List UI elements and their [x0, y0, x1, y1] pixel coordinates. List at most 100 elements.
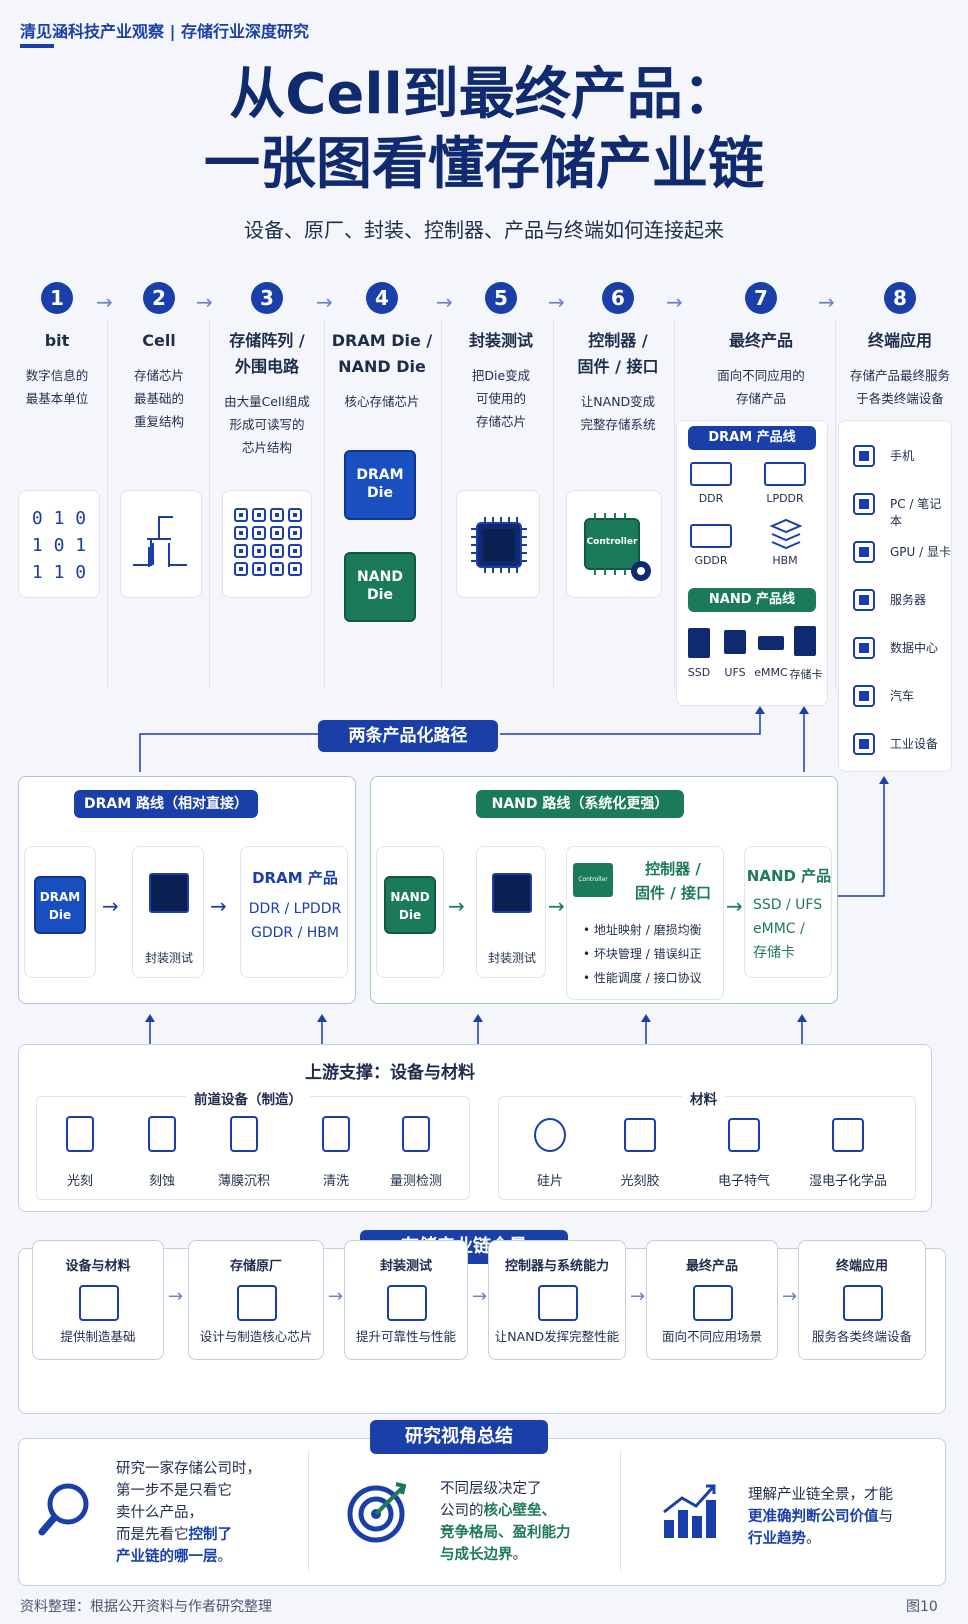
controller-chip-icon — [584, 513, 651, 581]
gddr-module-icon — [690, 524, 732, 548]
package-icon — [387, 1285, 427, 1321]
gas-bottle-icon — [728, 1118, 760, 1152]
step-desc: 面向不同应用的 存储产品 — [717, 368, 805, 406]
dram-route-title: DRAM 路线（相对直接） — [74, 790, 258, 818]
summary-divider — [620, 1450, 621, 1572]
nand-die-chip: NAND Die — [344, 552, 416, 622]
nand-controller-card: Controller 控制器 / 固件 / 接口 • 地址映射 / 磨损均衡 •… — [566, 846, 724, 1000]
chain-card: 控制器与系统能力 让NAND发挥完整性能 — [488, 1240, 626, 1360]
magnifier-icon — [38, 1483, 89, 1536]
arrow-right-icon: → — [316, 290, 333, 314]
product-label: UFS — [724, 666, 746, 679]
chain-box — [18, 1248, 946, 1414]
materials-title: 材料 — [682, 1088, 725, 1108]
equipment-label: 刻蚀 — [148, 1174, 175, 1189]
packaged-chip-icon — [149, 873, 189, 913]
header-underline — [20, 44, 54, 48]
product-label: HBM — [772, 554, 798, 567]
bits-card: 0 1 0 1 0 1 1 1 0 — [18, 490, 100, 598]
arrow-right-icon: → — [630, 1286, 646, 1307]
terminal-label: 服务器 — [890, 593, 927, 607]
step-7: 7 最终产品 面向不同应用的 存储产品 — [694, 282, 828, 410]
chain-card: 最终产品 面向不同应用场景 — [646, 1240, 778, 1360]
terminal-label: 数据中心 — [890, 641, 939, 655]
chain-card-title: 最终产品 — [685, 1259, 738, 1274]
footer-source: 资料整理：根据公开资料与作者研究整理 — [20, 1599, 272, 1615]
step-desc: 由大量Cell组成 形成可读写的 芯片结构 — [224, 394, 310, 455]
nand-pack-card: 封装测试 — [476, 846, 546, 978]
arrow-right-icon: → — [96, 290, 113, 314]
step-desc: 数字信息的 最基本单位 — [25, 368, 89, 406]
cleaning-icon — [322, 1116, 350, 1152]
target-icon — [347, 1482, 407, 1543]
bit-row: 1 0 1 — [31, 535, 87, 556]
page-subtitle: 设备、原厂、封装、控制器、产品与终端如何连接起来 — [244, 218, 724, 242]
arrow-right-icon: → — [436, 290, 453, 314]
dram-product-title: DRAM 产品 — [252, 869, 338, 887]
step-name: Cell — [142, 331, 176, 350]
ufs-icon — [724, 630, 746, 654]
chain-card-desc: 面向不同应用场景 — [661, 1329, 762, 1344]
page-title-line1: 从Cell到最终产品： — [229, 62, 739, 127]
deposition-icon — [230, 1116, 258, 1152]
material-label: 电子特气 — [717, 1174, 770, 1189]
upstream-title: 上游支撑：设备与材料 — [305, 1063, 475, 1083]
material-label: 湿电子化学品 — [808, 1174, 887, 1189]
pack-label: 封装测试 — [487, 951, 536, 965]
step-1: 1 bit 数字信息的 最基本单位 — [16, 282, 98, 410]
pack-label: 封装测试 — [144, 951, 193, 965]
product-label: LPDDR — [766, 492, 804, 505]
nand-route-title: NAND 路线（系统化更强） — [476, 790, 684, 818]
datacenter-icon — [850, 634, 878, 662]
arrow-right-icon: → — [666, 290, 683, 314]
upstream-box — [18, 1044, 932, 1212]
page-title-line2: 一张图看懂存储产业链 — [204, 132, 764, 197]
product-label: 存储卡 — [789, 668, 823, 681]
bit-row: 0 1 0 — [31, 508, 87, 529]
terminal-label: 汽车 — [890, 689, 915, 703]
terminal-item: GPU / 显卡 — [842, 532, 952, 572]
chain-card-desc: 设计与制造核心芯片 — [199, 1329, 313, 1344]
step-name: 控制器 / 固件 / 接口 — [577, 331, 659, 376]
controller-card: Controller — [566, 490, 662, 598]
header-tag: 清见涵科技产业观察 | 存储行业深度研究 — [20, 22, 309, 41]
terminal-item: PC / 笔记本 — [842, 484, 952, 528]
chain-card: 存储原厂 设计与制造核心芯片 — [188, 1240, 324, 1360]
material-label: 硅片 — [536, 1174, 563, 1189]
summary-text-3: 理解产业链全景，才能 更准确判断公司价值与 行业趋势。 — [748, 1487, 893, 1547]
product-label: SSD — [687, 666, 711, 679]
step-number: 2 — [143, 282, 175, 314]
controller-bullet: • 坏块管理 / 错误纠正 — [583, 947, 702, 961]
terminal-label: 手机 — [890, 449, 915, 463]
server-icon — [850, 586, 878, 614]
step-number: 5 — [485, 282, 517, 314]
step-6: 6 控制器 / 固件 / 接口 让NAND变成 完整存储系统 — [566, 282, 670, 436]
controller-icon — [538, 1285, 578, 1321]
step-4: 4 DRAM Die / NAND Die 核心存储芯片 — [330, 282, 434, 413]
dram-products-title: DRAM 产品线 — [688, 426, 816, 450]
arrow-right-icon: → — [210, 894, 227, 918]
cell-transistor-icon — [133, 516, 187, 567]
equipment-material-icon — [79, 1285, 119, 1321]
step-number: 3 — [251, 282, 283, 314]
arrow-right-icon: → — [548, 894, 565, 918]
step-name: 存储阵列 / 外围电路 — [229, 331, 305, 376]
chain-card-desc: 提升可靠性与性能 — [355, 1329, 456, 1344]
summary-divider — [308, 1450, 309, 1572]
chain-card: 设备与材料 提供制造基础 — [32, 1240, 164, 1360]
memory-card-icon — [794, 626, 816, 656]
arrow-right-icon: → — [102, 894, 119, 918]
product-label: DDR — [698, 492, 724, 505]
dram-die-chip-small: DRAM Die — [34, 876, 86, 934]
nand-products-title: NAND 产品线 — [688, 588, 816, 612]
ddr-module-icon — [690, 462, 732, 486]
controller-chip-small: Controller — [573, 863, 613, 897]
chain-card: 封装测试 提升可靠性与性能 — [344, 1240, 468, 1360]
nand-product-items: SSD / UFS eMMC / 存储卡 — [753, 897, 823, 961]
step-desc: 存储产品最终服务 于各类终端设备 — [849, 368, 950, 406]
step-name: bit — [44, 331, 70, 350]
dram-die-chip: DRAM Die — [344, 450, 416, 520]
product-stack-icon — [693, 1285, 733, 1321]
terminal-item: 数据中心 — [842, 628, 952, 668]
chain-card-desc: 让NAND发挥完整性能 — [494, 1329, 620, 1344]
